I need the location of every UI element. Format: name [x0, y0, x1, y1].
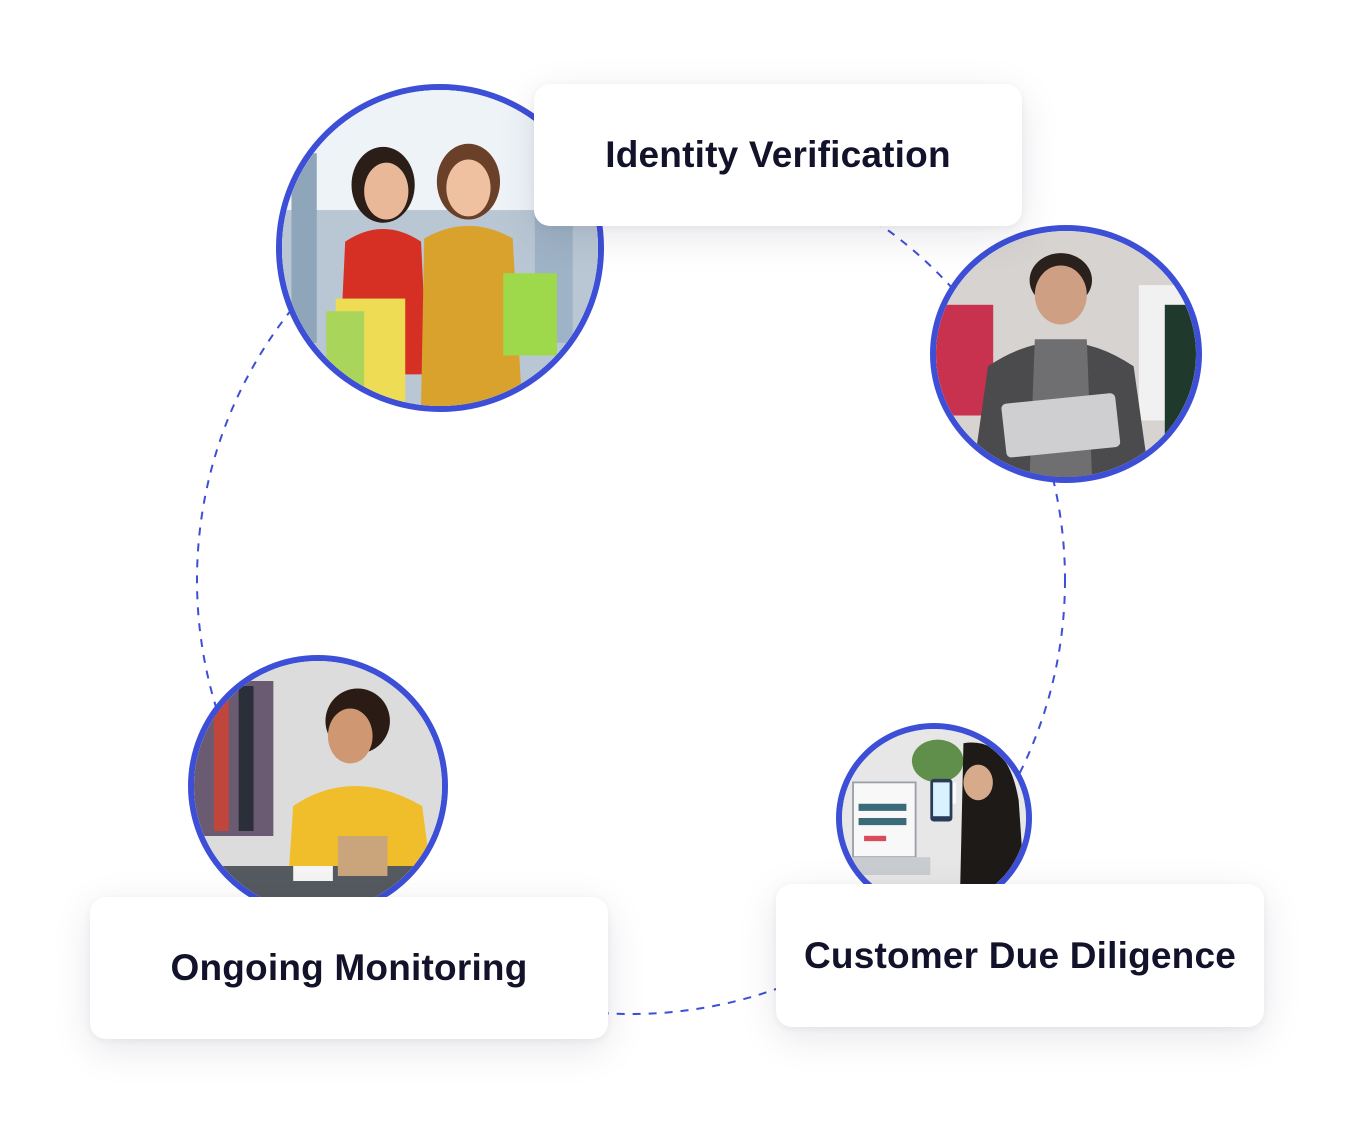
- woman-packing-box-photo: [188, 655, 448, 917]
- ongoing-monitoring-label: Ongoing Monitoring: [170, 947, 528, 988]
- shoppers-with-bags-photo: [276, 84, 604, 412]
- customer-due-diligence-label: Customer Due Diligence: [803, 934, 1237, 976]
- identity-verification-label: Identity Verification: [605, 134, 951, 175]
- identity-verification-card: Identity Verification: [534, 84, 1022, 226]
- woman-with-phone-and-laptop-photo: [836, 723, 1032, 913]
- customer-due-diligence-card: Customer Due Diligence: [776, 884, 1264, 1027]
- ongoing-monitoring-card: Ongoing Monitoring: [90, 897, 608, 1039]
- tailor-with-tablet-photo: [930, 225, 1202, 483]
